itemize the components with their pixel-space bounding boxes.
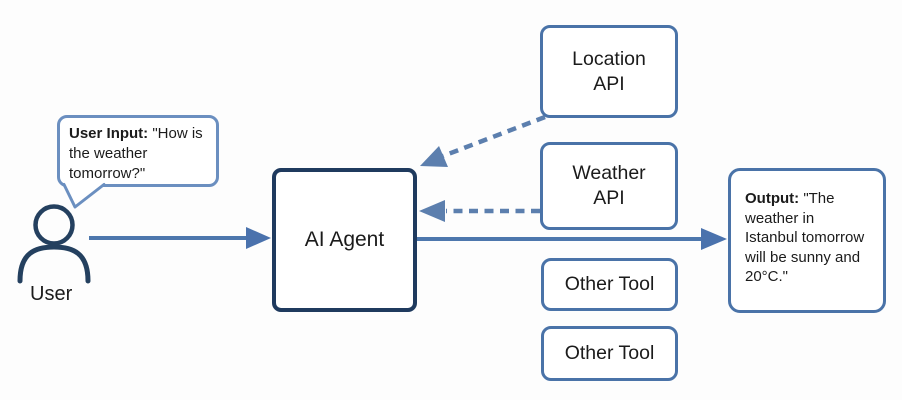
tool-label: Weather API xyxy=(572,162,646,209)
tool-box-other-tool-2: Other Tool xyxy=(541,326,678,381)
output-text: Output: "The weather in Istanbul tomorro… xyxy=(745,189,867,287)
tool-label: Other Tool xyxy=(564,273,655,296)
tool-box-weather-api: Weather API xyxy=(540,142,678,230)
ai-agent-box: AI Agent xyxy=(272,168,417,312)
user-input-quote: "How is the weather tomorrow?" xyxy=(69,125,203,182)
arrow-agent-to-output xyxy=(417,228,727,250)
user-label: User xyxy=(30,283,73,305)
tool-label: Other Tool xyxy=(564,342,655,365)
tool-box-location-api: Location API xyxy=(540,25,678,118)
ai-agent-label: AI Agent xyxy=(304,228,385,251)
output-quote: "The weather in Istanbul tomorrow will b… xyxy=(745,190,865,285)
user-input-text: User Input: "How is the weather tomorrow… xyxy=(69,124,211,183)
output-box: Output: "The weather in Istanbul tomorro… xyxy=(728,168,886,313)
tool-box-other-tool-1: Other Tool xyxy=(541,258,678,311)
arrow-location-api-to-agent xyxy=(420,114,546,167)
output-label: Output: xyxy=(745,190,800,207)
user-icon xyxy=(17,204,91,284)
arrow-user-to-agent xyxy=(89,227,271,249)
user-input-bubble: User Input: "How is the weather tomorrow… xyxy=(57,115,219,187)
user-input-label: User Input: xyxy=(69,125,149,142)
arrow-weather-api-to-agent xyxy=(419,200,540,222)
tool-label: Location API xyxy=(572,47,646,95)
